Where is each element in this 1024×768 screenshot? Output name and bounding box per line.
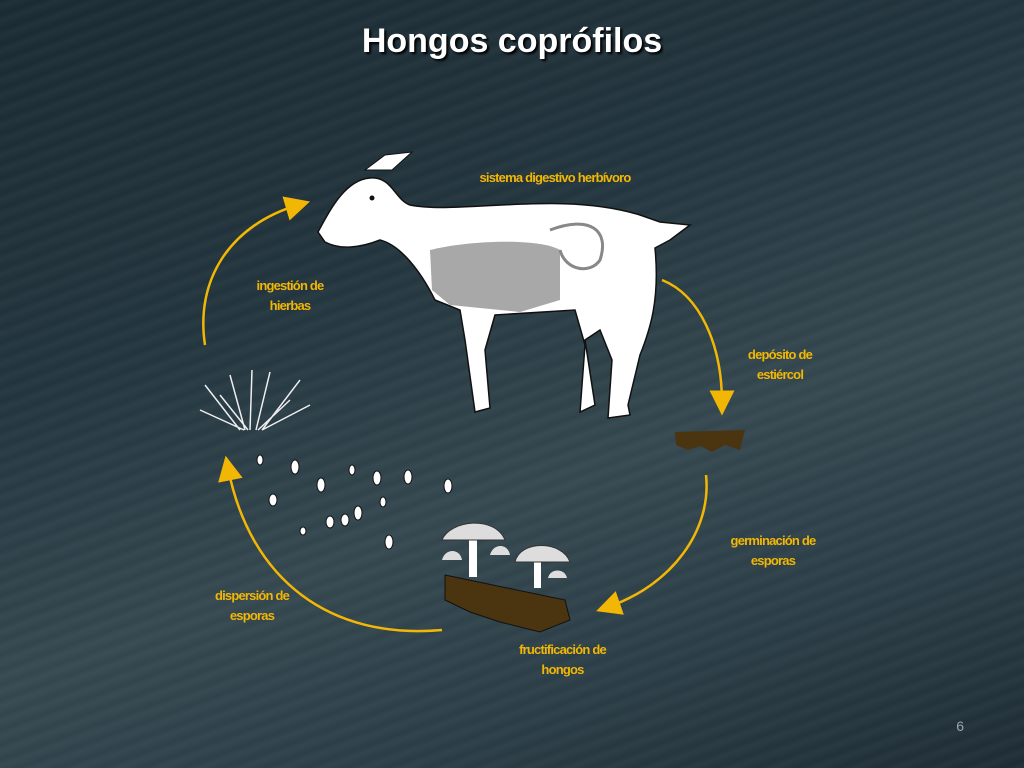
label-ingestion: ingestión de hierbas — [240, 276, 340, 316]
goat-illustration — [317, 151, 692, 419]
arrow-germination — [596, 474, 708, 615]
label-line: depósito de — [747, 347, 813, 362]
arrow-deposit — [661, 278, 735, 416]
label-line: fructificación de — [519, 642, 607, 657]
label-deposit: depósito de estiércol — [730, 345, 830, 385]
label-fruiting: fructificación de hongos — [505, 640, 620, 680]
label-line: dispersión de — [214, 588, 290, 603]
mushrooms-illustration — [441, 522, 571, 633]
arrow-dispersal — [218, 455, 443, 633]
label-line: germinación de — [730, 533, 817, 548]
label-line: hongos — [541, 662, 584, 677]
spores-illustration — [256, 454, 453, 550]
grass-illustration — [199, 369, 311, 431]
label-line: estiércol — [756, 367, 804, 382]
label-line: esporas — [750, 553, 796, 568]
label-dispersal: dispersión de esporas — [202, 586, 302, 626]
label-line: hierbas — [269, 298, 311, 313]
label-germination: germinación de esporas — [718, 531, 828, 571]
page-number: 6 — [956, 718, 964, 734]
arrow-ingestion — [202, 196, 310, 346]
label-digestive-system: sistema digestivo herbívoro — [479, 170, 631, 185]
label-line: esporas — [229, 608, 275, 623]
label-line: ingestión de — [256, 278, 325, 293]
slide-title: Hongos coprófilos — [361, 22, 663, 60]
dung-pile-icon — [675, 430, 745, 452]
